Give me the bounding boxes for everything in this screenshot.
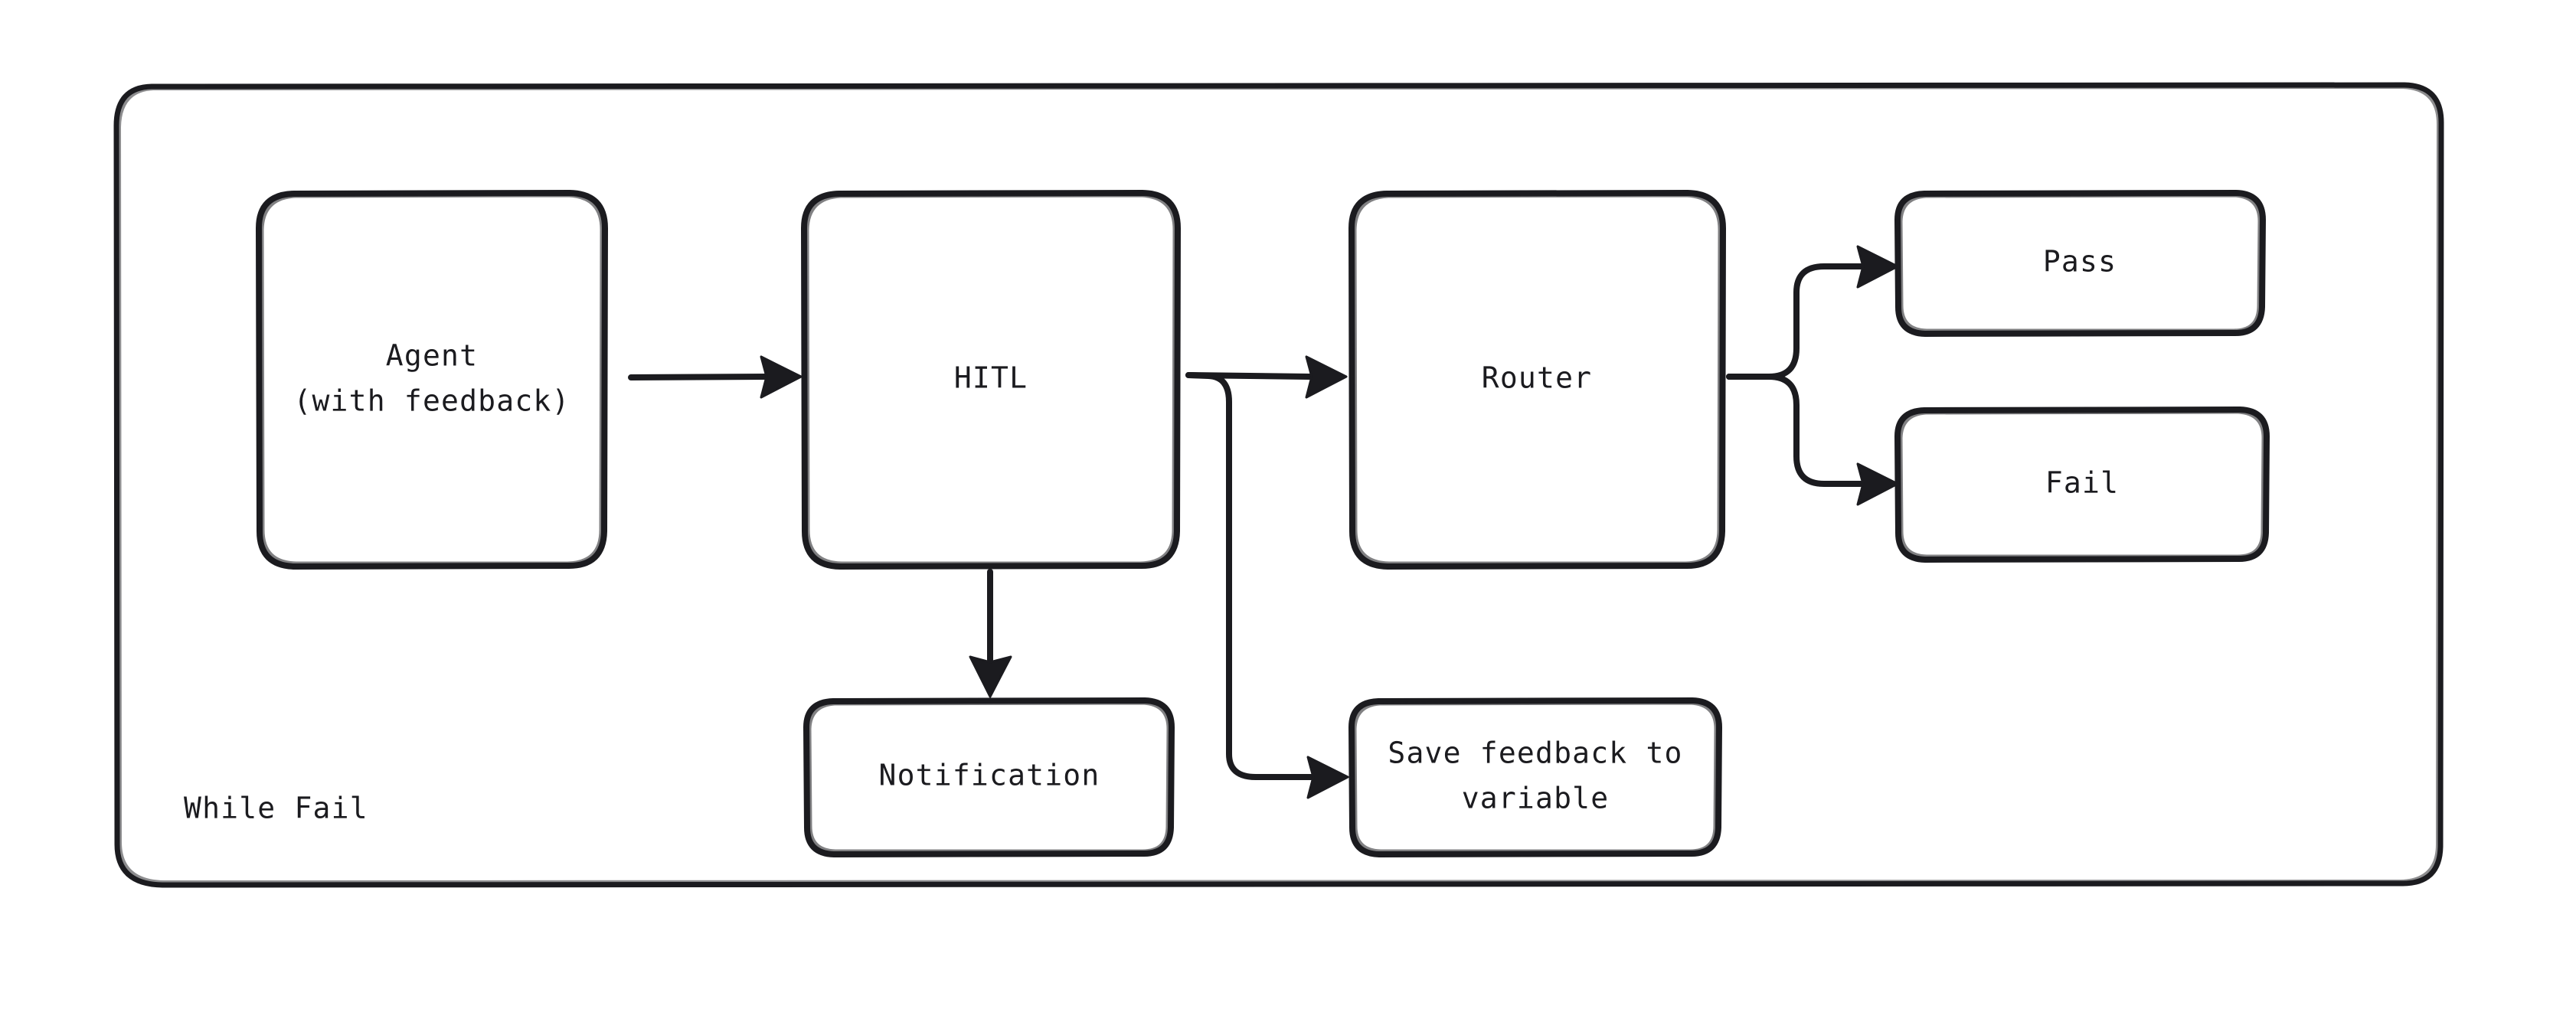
- edge-router-to-pass-arrowhead: [1856, 245, 1899, 289]
- node-agent-label-line2: (with feedback): [293, 384, 570, 418]
- group-border: [113, 82, 2444, 888]
- node-save-feedback-label-line1: Save feedback to: [1388, 736, 1682, 770]
- edge-hitl-to-notification-arrowhead: [969, 655, 1012, 698]
- node-router[interactable]: Router: [1348, 190, 1726, 570]
- node-pass[interactable]: Pass: [1894, 190, 2266, 337]
- node-router-label: Router: [1482, 361, 1592, 395]
- node-hitl-sketch-overlay: [805, 193, 1177, 566]
- edge-hitl-to-save-feedback[interactable]: [1185, 372, 1349, 799]
- node-agent-label-line1: Agent: [386, 339, 478, 373]
- node-hitl-label: HITL: [954, 361, 1028, 395]
- node-agent[interactable]: Agent (with feedback): [256, 190, 608, 570]
- edge-agent-to-hitl-arrowhead: [760, 355, 803, 399]
- edge-hitl-to-router-arrowhead: [1305, 355, 1348, 399]
- edge-router-to-pass-line: [1726, 263, 1864, 380]
- node-save-feedback-label-line2: variable: [1462, 782, 1610, 815]
- group-container-while-fail[interactable]: While Fail: [113, 82, 2444, 888]
- node-notification-label: Notification: [879, 759, 1100, 792]
- node-fail[interactable]: Fail: [1894, 407, 2270, 563]
- edge-router-to-fail-line: [1726, 374, 1864, 487]
- node-save-feedback-sketch-overlay: [1352, 700, 1718, 854]
- node-notification-sketch-overlay: [807, 700, 1171, 854]
- node-pass-sketch-overlay: [1898, 193, 2262, 333]
- node-hitl[interactable]: HITL: [801, 190, 1181, 570]
- edge-hitl-to-save-feedback-line: [1185, 372, 1314, 780]
- edge-hitl-to-save-feedback-arrowhead: [1306, 756, 1349, 799]
- node-save-feedback[interactable]: Save feedback to variable: [1348, 697, 1722, 857]
- edge-router-to-fail[interactable]: [1726, 374, 1899, 506]
- edge-hitl-to-notification[interactable]: [969, 569, 1012, 698]
- node-router-sketch-overlay: [1352, 193, 1722, 566]
- group-border-sketch-overlay: [118, 86, 2440, 883]
- edge-router-to-pass[interactable]: [1726, 245, 1899, 380]
- node-fail-label: Fail: [2045, 466, 2119, 500]
- node-pass-label: Pass: [2043, 245, 2117, 279]
- group-label-while-fail: While Fail: [184, 792, 368, 825]
- node-fail-sketch-overlay: [1898, 410, 2266, 559]
- edge-router-to-fail-arrowhead: [1856, 462, 1899, 506]
- node-agent-sketch-overlay: [260, 193, 604, 566]
- edge-agent-to-hitl[interactable]: [628, 355, 803, 399]
- node-notification[interactable]: Notification: [803, 697, 1175, 857]
